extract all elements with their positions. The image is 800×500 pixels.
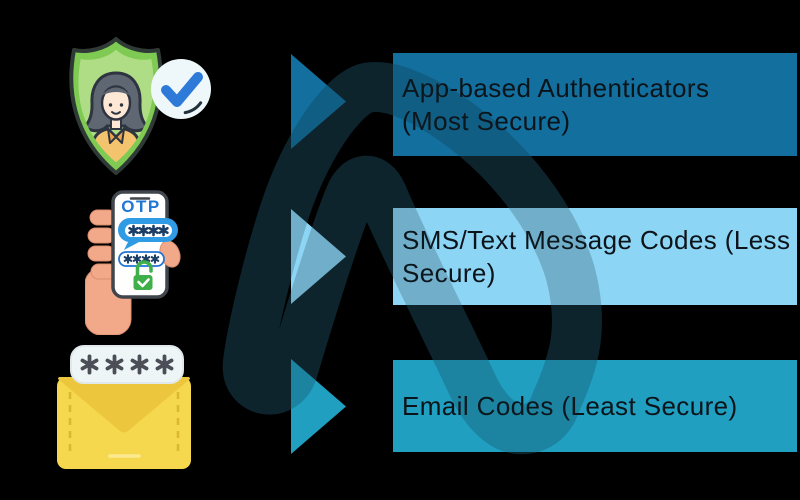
arrow-icon-less-secure — [291, 209, 346, 304]
code-input-pill — [118, 251, 165, 267]
envelope-stitches — [68, 392, 180, 455]
masked-code-stars — [80, 354, 174, 375]
masked-code-stars — [128, 224, 169, 237]
collar-right — [115, 128, 125, 144]
label-box-sms-codes: SMS/Text Message Codes (Less Secure) — [393, 208, 797, 305]
finger — [87, 227, 116, 244]
phone-otp-icon: OTP — [85, 190, 181, 335]
eye-left — [108, 103, 113, 107]
arrow-icon-most-secure — [291, 54, 346, 149]
email-code-icon — [57, 345, 191, 469]
user-avatar — [83, 71, 149, 163]
bangs — [101, 87, 131, 96]
code-pill — [70, 345, 184, 384]
badge-shadow-arc — [183, 101, 203, 115]
finger — [87, 245, 116, 262]
face — [100, 85, 132, 121]
otp-bubble — [118, 218, 178, 250]
label-email-codes: Email Codes (Least Secure) — [402, 390, 738, 421]
label-box-app-authenticators: App-based Authenticators (Most Secure) — [393, 53, 797, 156]
checkmark-icon — [137, 278, 150, 288]
eye-right — [119, 103, 124, 107]
checkmark-icon — [161, 72, 203, 107]
masked-code-stars — [123, 254, 160, 264]
collar-left — [107, 128, 117, 144]
verified-badge-circle — [151, 59, 211, 119]
label-app-authenticators: App-based Authenticators (Most Secure) — [402, 72, 710, 136]
otp-label: OTP — [121, 197, 160, 216]
label-sms-codes: SMS/Text Message Codes (Less Secure) — [402, 224, 791, 288]
label-box-email-codes: Email Codes (Least Secure) — [393, 360, 797, 452]
shield-verified-user-icon — [69, 37, 211, 175]
smile — [111, 111, 121, 115]
envelope-flap — [58, 377, 190, 433]
arrow-icon-least-secure — [291, 359, 346, 454]
lock-icon — [133, 260, 153, 290]
